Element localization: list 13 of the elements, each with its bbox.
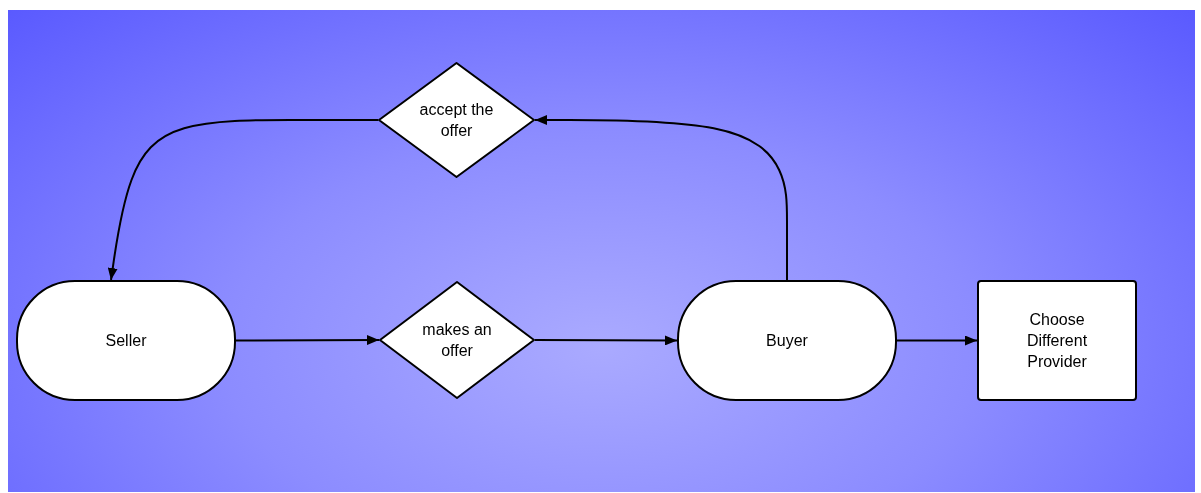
arrow [235,335,380,346]
arrow [534,335,678,346]
node-label: Buyer [766,331,808,351]
decision-diamond [379,281,535,399]
node-label: Seller [105,331,147,351]
node-label: accept the offer [418,100,495,141]
node-label: makes an offer [421,320,493,361]
arrow [896,335,978,346]
process-box [977,280,1137,401]
arrow [534,115,788,281]
decision-diamond [378,62,535,178]
arrow [107,119,379,281]
node-label: Choose Different Provider [1025,310,1089,372]
